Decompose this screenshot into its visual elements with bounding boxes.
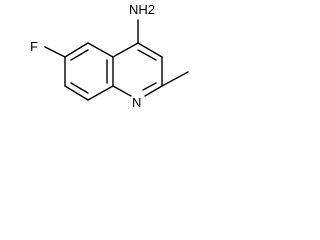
structure-canvas: NH2 F N [30, 2, 189, 110]
bond-c4-c3-double [137, 49, 157, 61]
fluorine-label: F [30, 39, 38, 54]
bond-c5-c6-double [70, 49, 89, 61]
chemical-structure-diagram: NH2 F N [0, 0, 218, 138]
ring-nitrogen-label: N [132, 95, 141, 110]
bond-c4a-c5 [87, 42, 114, 58]
bonds [44, 19, 189, 101]
bond-n1-c8a [112, 85, 132, 97]
bond-c2-n1 [144, 85, 163, 97]
bond-c5-c6 [64, 42, 89, 58]
atom-labels: NH2 F N [30, 2, 155, 110]
bond-c7-c8 [64, 85, 89, 101]
bond-c6-f [44, 46, 66, 58]
bond-c2-n1-double [142, 82, 157, 91]
amine-label: NH2 [129, 2, 155, 17]
bond-c7-c8-double [70, 82, 89, 94]
bond-c2-methyl [161, 71, 189, 87]
bond-c4a-c4 [112, 42, 139, 58]
bond-c8-c8a [87, 85, 114, 101]
bond-c4-c3 [137, 42, 163, 58]
